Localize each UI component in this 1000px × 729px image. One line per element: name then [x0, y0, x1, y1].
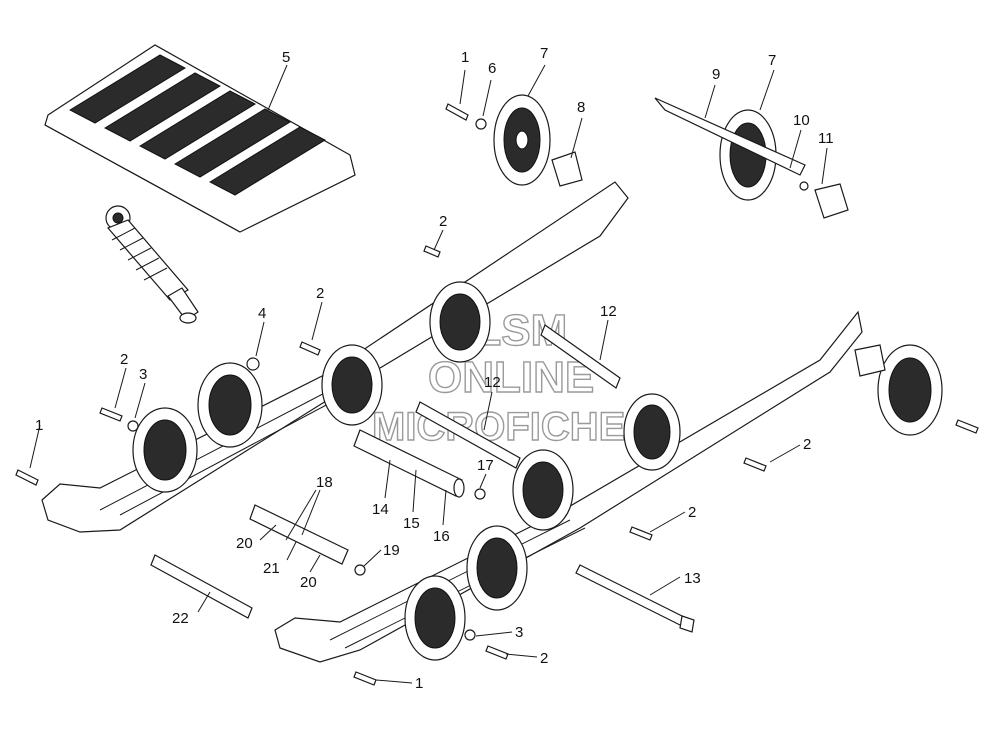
- shaft-20: [249, 504, 349, 565]
- callout-19: 19: [383, 542, 400, 559]
- wheel-right-3: [404, 575, 466, 661]
- callout-17: 17: [477, 457, 494, 474]
- callout-5: 5: [282, 49, 290, 66]
- callout-10: 10: [793, 112, 810, 129]
- cap-8: [551, 151, 583, 187]
- callout-3-lower: 3: [515, 624, 523, 641]
- callout-20-left: 20: [236, 535, 253, 552]
- wheel-7-axle: [654, 97, 809, 201]
- shaft-12-lower: [415, 401, 521, 469]
- wheel-left-2: [197, 362, 263, 448]
- bolts: [15, 103, 979, 686]
- callout-20-right: 20: [300, 574, 317, 591]
- hub-caps: [551, 151, 886, 377]
- callout-21: 21: [263, 560, 280, 577]
- callout-15: 15: [403, 515, 420, 532]
- wheel-7-top: [493, 94, 551, 186]
- wheels: [132, 94, 943, 661]
- shaft-12-upper: [540, 324, 621, 389]
- wheel-rear-right: [877, 344, 943, 436]
- wheel-left-1: [132, 407, 198, 493]
- callout-7: 7: [540, 45, 548, 62]
- shaft-13: [575, 564, 691, 629]
- shaft-22: [150, 554, 253, 619]
- callout-1-left: 1: [35, 417, 43, 434]
- callout-12-lower: 12: [484, 374, 501, 391]
- wheel-mid-1: [321, 344, 383, 426]
- callout-2-right: 2: [803, 436, 811, 453]
- callout-1-bottom: 1: [415, 675, 423, 692]
- wheel-mid-2: [429, 281, 491, 363]
- wheel-mid-3: [623, 393, 681, 471]
- callout-labels: 1 6 7 8 9 7 10 11 5 2 2 4 12 12 2 3 1 2 …: [35, 45, 834, 692]
- callout-18: 18: [316, 474, 333, 491]
- callout-13: 13: [684, 570, 701, 587]
- callout-2-bottom: 2: [540, 650, 548, 667]
- callout-14: 14: [372, 501, 389, 518]
- callout-2-lower-right: 2: [688, 504, 696, 521]
- wheel-right-1: [512, 449, 574, 531]
- callout-1: 1: [461, 49, 469, 66]
- shafts: [150, 324, 695, 633]
- callout-22: 22: [172, 610, 189, 627]
- callout-2-left: 2: [120, 351, 128, 368]
- right-rail-part: [274, 310, 863, 663]
- callout-12-upper: 12: [600, 303, 617, 320]
- callout-8: 8: [577, 99, 585, 116]
- shock-absorber-part: [105, 205, 199, 324]
- cap-11: [814, 183, 849, 219]
- callout-9: 9: [712, 66, 720, 83]
- wheel-right-2: [466, 525, 528, 611]
- cap-rear: [854, 344, 886, 377]
- watermark-line-3: MICROFICHE: [372, 405, 625, 449]
- callout-16: 16: [433, 528, 450, 545]
- callout-3-left: 3: [139, 366, 147, 383]
- track-part: [44, 44, 356, 233]
- callout-2-upper: 2: [439, 213, 447, 230]
- callout-11: 11: [818, 130, 834, 147]
- callout-4: 4: [258, 305, 266, 322]
- callout-6: 6: [488, 60, 496, 77]
- leader-lines: [29, 64, 828, 684]
- callout-2-mid: 2: [316, 285, 324, 302]
- callout-7-axle: 7: [768, 52, 776, 69]
